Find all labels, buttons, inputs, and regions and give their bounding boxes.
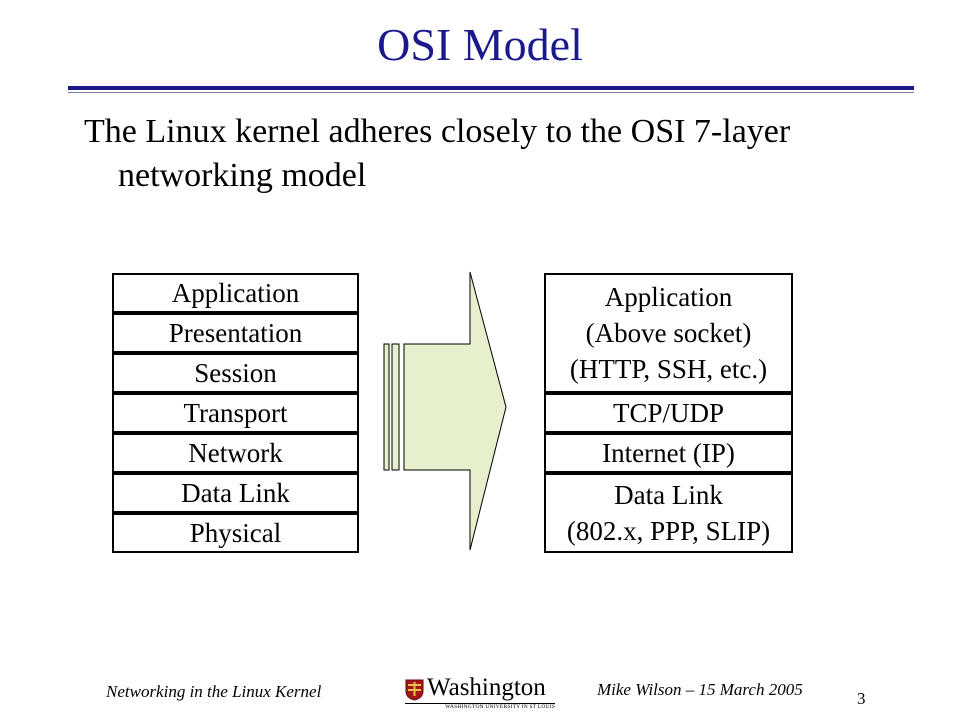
osi-layer-data-link: Data Link [112,473,359,513]
logo-rule [405,703,555,704]
slide-subtitle: The Linux kernel adheres closely to the … [84,110,884,198]
slide-title: OSI Model [377,19,583,70]
logo-subtext: WASHINGTON UNIVERSITY IN ST LOUIS [445,704,555,710]
footer-course-title: Networking in the Linux Kernel [106,682,322,701]
linux-layer-internet: Internet (IP) [544,433,793,473]
linux-app-line-1: Application [604,282,733,312]
university-logo: Washington WASHINGTON UNIVERSITY IN ST L… [405,674,555,710]
university-shield-icon [405,679,424,701]
page-number: 3 [857,689,866,708]
osi-layer-physical: Physical [112,513,359,553]
linux-link-line-1: Data Link [614,480,723,510]
title-rule-thin [68,92,914,93]
subtitle-line-2: networking model [118,157,367,194]
subtitle-line-1: The Linux kernel adheres closely to the … [84,113,791,150]
osi-layer-network: Network [112,433,359,473]
osi-layer-presentation: Presentation [112,313,359,353]
linux-app-line-3: (HTTP, SSH, etc.) [569,354,768,384]
osi-layer-application: Application [112,273,359,313]
title-rule-thick [68,86,914,90]
linux-link-line-2: (802.x, PPP, SLIP) [566,516,771,546]
linux-layer-data-link: Data Link (802.x, PPP, SLIP) [544,473,793,553]
osi-layer-session: Session [112,353,359,393]
linux-app-line-2: (Above socket) [585,318,752,348]
logo-wordmark: Washington [427,674,546,701]
linux-layer-transport: TCP/UDP [544,393,793,433]
linux-layer-application: Application (Above socket) (HTTP, SSH, e… [544,273,793,393]
osi-layer-transport: Transport [112,393,359,433]
block-arrow-right-icon [383,271,507,551]
footer-author-date: Mike Wilson – 15 March 2005 [597,680,803,699]
